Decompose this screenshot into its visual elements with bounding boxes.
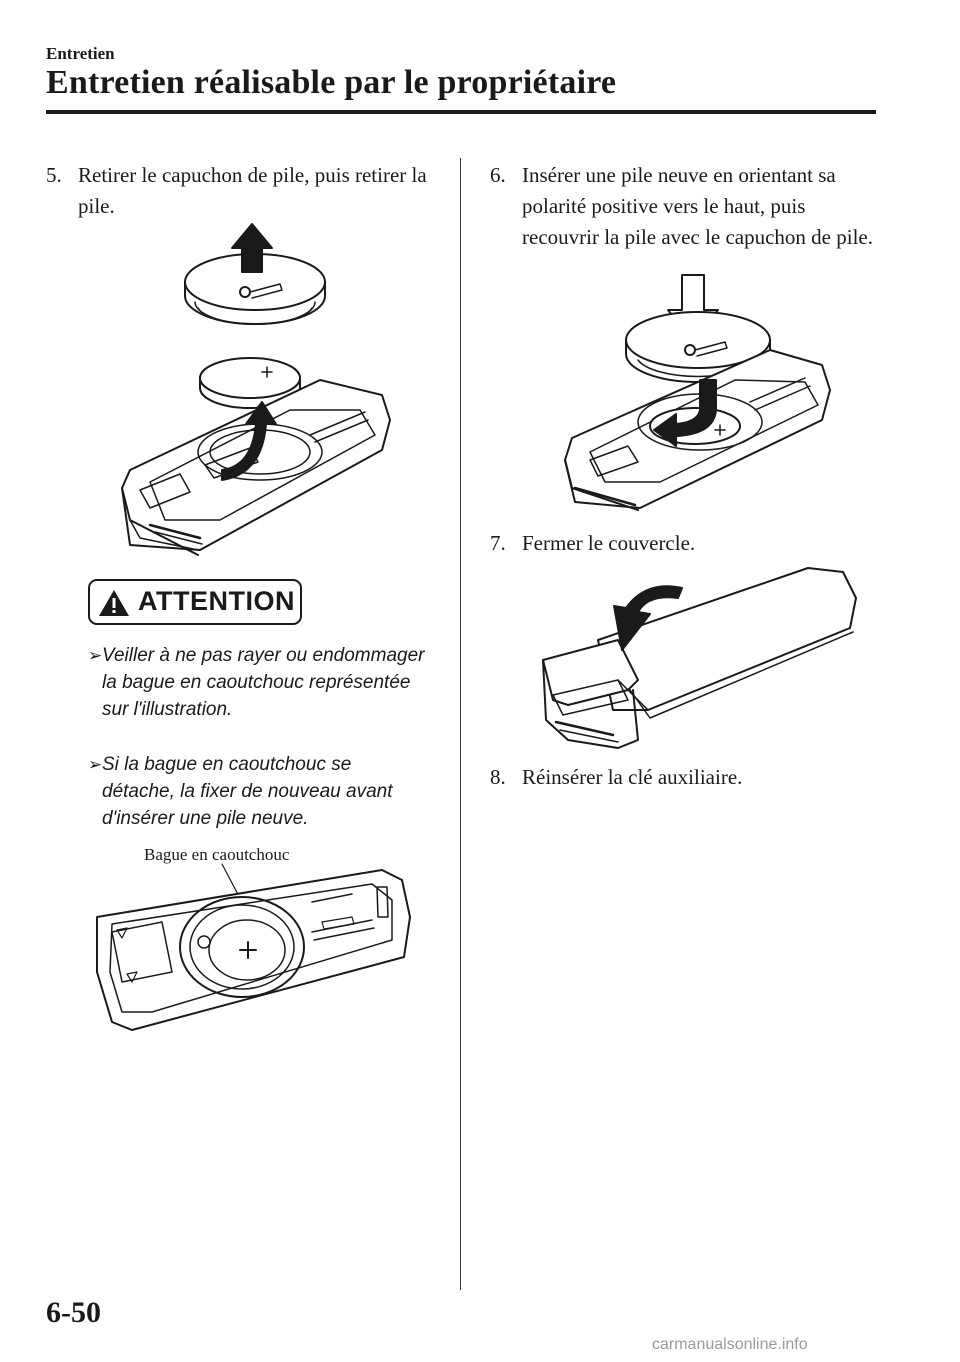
rubber-ring-callout: Bague en caoutchouc: [144, 845, 290, 864]
warning-triangle-icon: [99, 590, 129, 616]
step-number: 7.: [490, 531, 506, 555]
step-6: 6. Insérer une pile neuve en orientant s…: [490, 160, 885, 253]
step-text: Fermer le couvercle.: [522, 531, 696, 555]
step-number: 6.: [490, 163, 506, 187]
curved-arrow-icon: [613, 585, 683, 651]
close-lid-illustration: [542, 567, 857, 749]
insert-battery-illustration: [564, 274, 831, 511]
step-8: 8. Réinsérer la clé auxiliaire.: [490, 762, 885, 793]
attention-label: ATTENTION: [138, 586, 295, 616]
watermark: carmanualsonline.info: [652, 1336, 808, 1353]
step-text: Insérer une pile neuve en orientant sa p…: [522, 163, 873, 249]
attention-bullet-1: ➢ Veiller à ne pas rayer ou endommager l…: [88, 642, 428, 723]
step-text: Retirer le capuchon de pile, puis retire…: [78, 163, 427, 218]
column-divider: [460, 158, 461, 1290]
attention-box: ATTENTION: [88, 579, 302, 625]
step-7: 7. Fermer le couvercle.: [490, 528, 885, 559]
page-number: 6-50: [46, 1296, 101, 1329]
curved-arrow-icon: [221, 401, 277, 481]
page-title: Entretien réalisable par le propriétaire: [46, 64, 617, 101]
bullet-text: Veiller à ne pas rayer ou endommager la …: [102, 645, 425, 720]
bullet-arrow-icon: ➢: [88, 755, 103, 774]
step-5: 5. Retirer le capuchon de pile, puis ret…: [46, 160, 441, 222]
bullet-arrow-icon: ➢: [88, 646, 103, 665]
up-arrow-icon: [231, 223, 273, 273]
remove-battery-illustration: [121, 223, 391, 556]
section-label: Entretien: [46, 44, 115, 63]
step-number: 8.: [490, 765, 506, 789]
bullet-text: Si la bague en caoutchouc se détache, la…: [102, 754, 393, 829]
attention-bullet-2: ➢ Si la bague en caoutchouc se détache, …: [88, 751, 428, 832]
curved-arrow-icon: [653, 379, 717, 447]
heading-rule: [46, 110, 876, 114]
step-number: 5.: [46, 163, 62, 187]
step-text: Réinsérer la clé auxiliaire.: [522, 765, 743, 789]
rubber-ring-illustration: [96, 863, 411, 1031]
